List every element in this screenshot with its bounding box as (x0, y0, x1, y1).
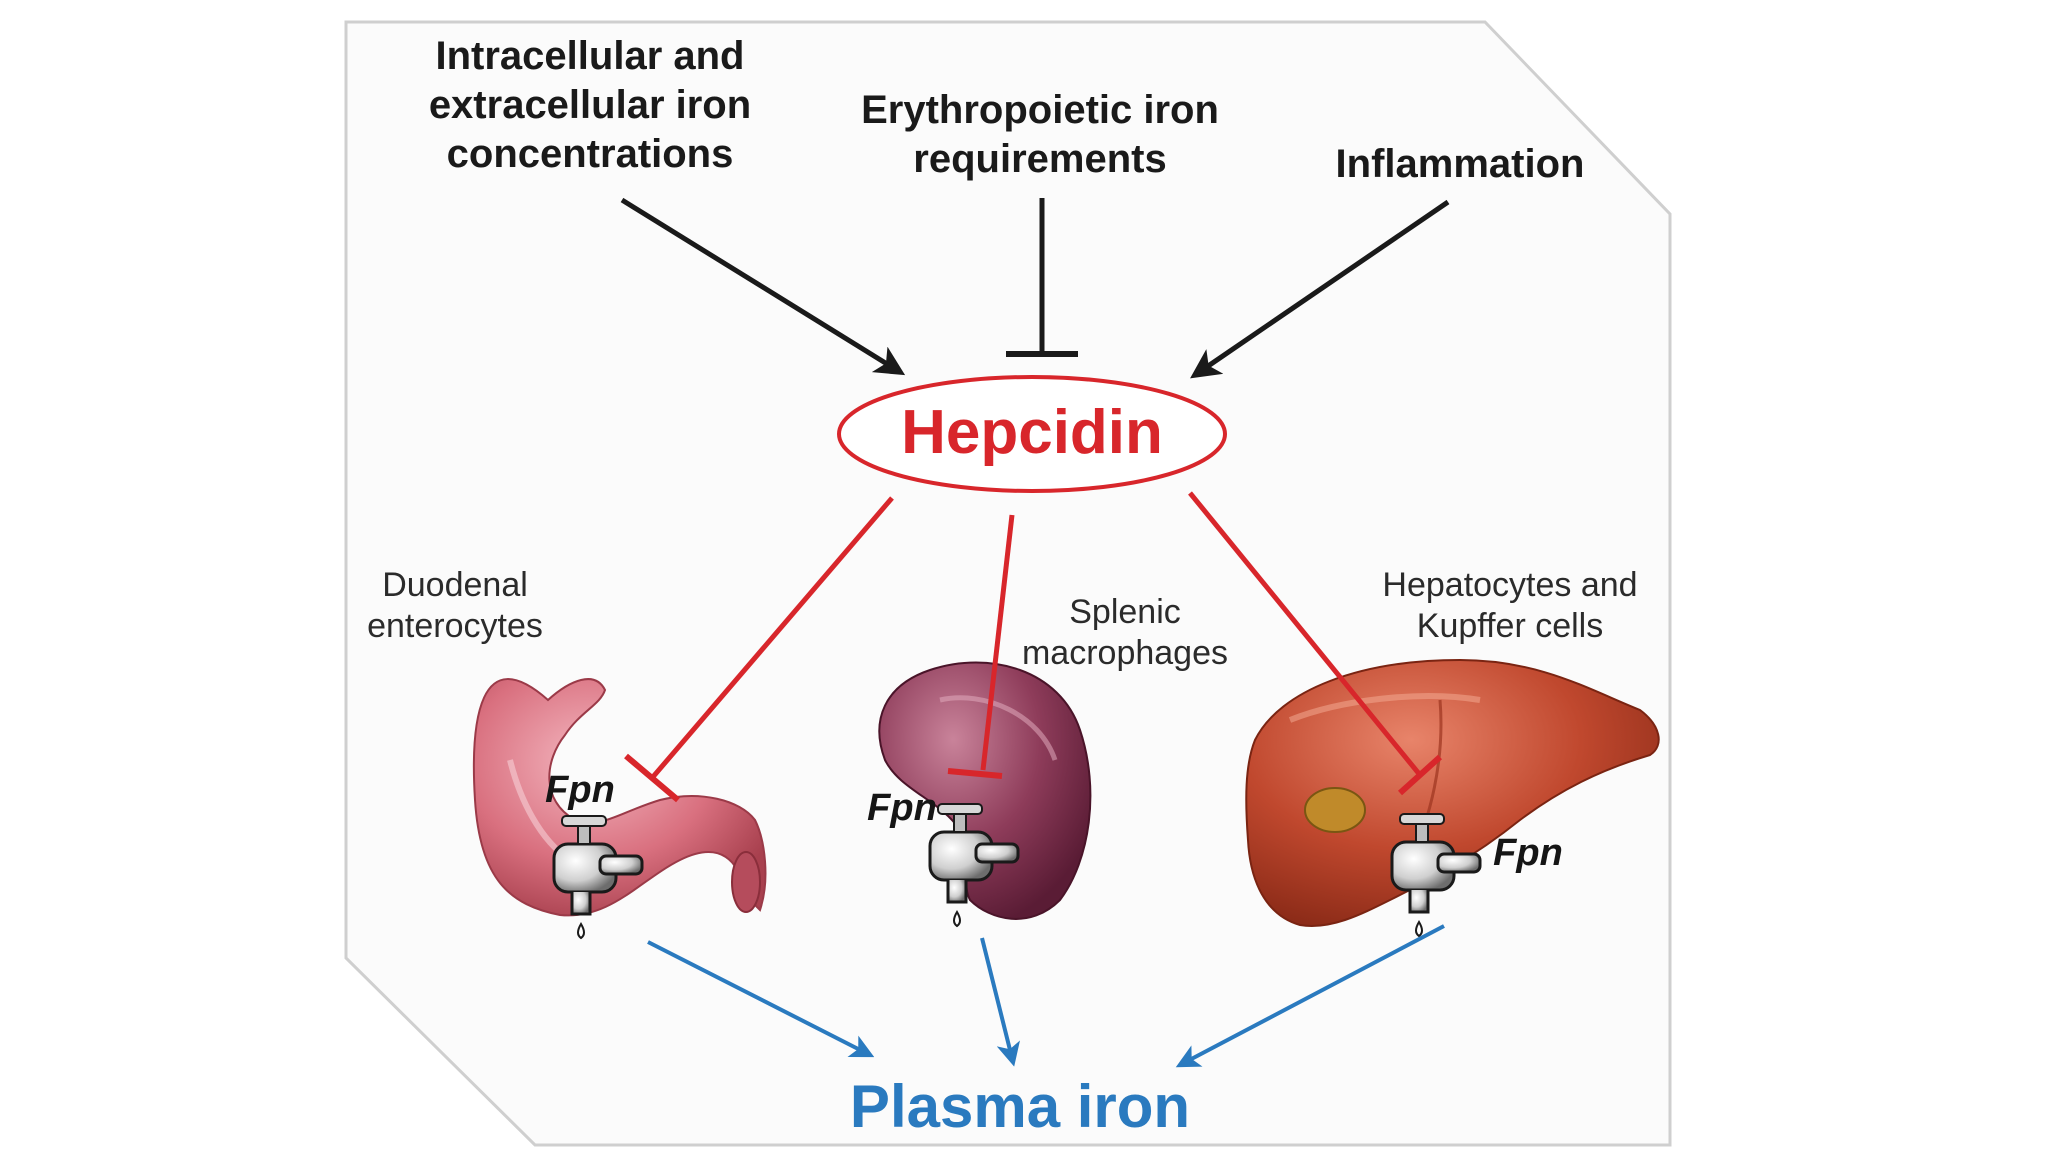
fpn-label-liver: Fpn (1493, 832, 1563, 874)
label-erythropoietic-requirements: Erythropoietic iron requirements (861, 88, 1219, 181)
fpn-label-duodenum: Fpn (545, 769, 615, 811)
label-hepatocytes-kupffer: Hepatocytes and Kupffer cells (1382, 566, 1638, 646)
inhibitor-bar-spleen (947, 768, 1003, 779)
arrow-liver-to-plasma (1175, 924, 1445, 1068)
inhibitor-hepcidin-to-liver (1188, 491, 1422, 777)
spleen-illustration (878, 661, 1092, 920)
label-splenic-macrophages: Splenic macrophages (1021, 593, 1228, 673)
arrow-iron-to-hepcidin (620, 197, 906, 376)
faucet-icon (552, 815, 644, 940)
inhibitor-bar-duodenum (624, 753, 680, 803)
plasma-iron-label: Plasma iron (849, 1073, 1191, 1140)
hepcidin-ellipse (837, 375, 1227, 493)
label-duodenal-enterocytes: Duodenal enterocytes (367, 566, 543, 646)
inhibitor-hepcidin-to-duodenum (650, 496, 894, 780)
inhibitor-bar-liver (1397, 754, 1443, 796)
label-iron-concentrations: Intracellular and extracellular iron con… (428, 34, 752, 176)
arrow-duodenum-to-plasma (647, 940, 875, 1058)
hepcidin-label: Hepcidin (901, 398, 1163, 467)
duodenum-illustration (472, 678, 767, 917)
faucet-icon (928, 803, 1020, 928)
arrow-inflammation-to-hepcidin (1190, 199, 1450, 379)
fpn-label-spleen: Fpn (867, 787, 937, 829)
faucet-icon (1390, 813, 1482, 938)
inhibitor-hepcidin-to-spleen (980, 514, 1015, 771)
arrow-spleen-to-plasma (980, 937, 1020, 1067)
label-inflammation: Inflammation (1335, 142, 1585, 186)
